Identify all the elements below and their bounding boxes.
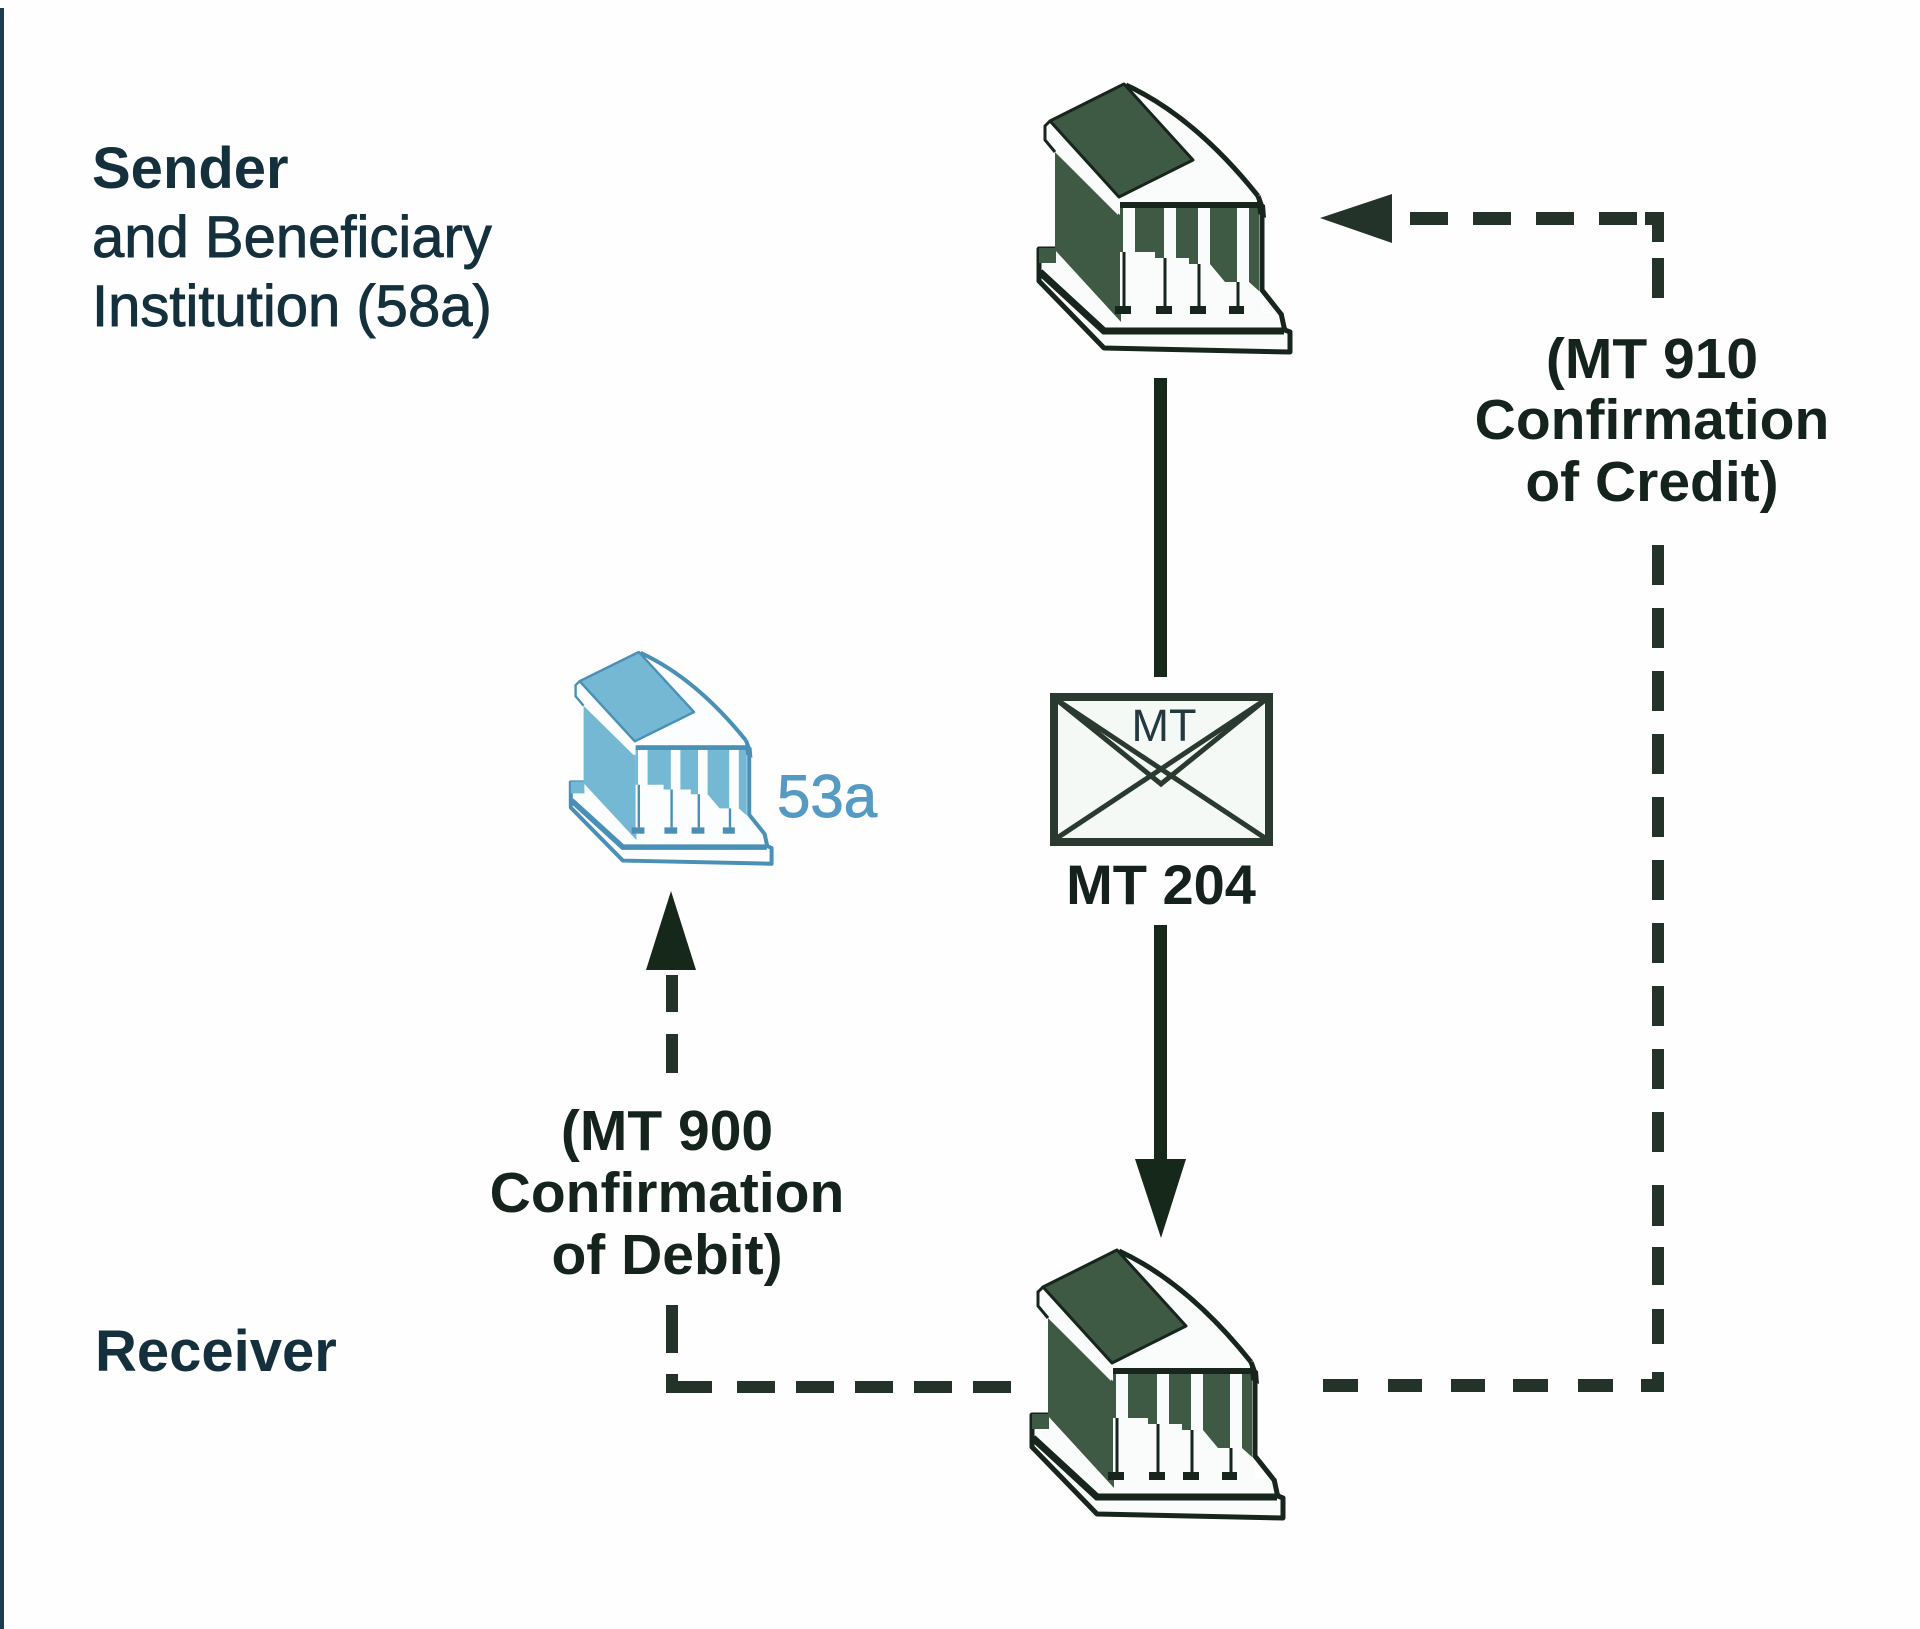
svg-text:Sender: Sender — [92, 136, 289, 201]
svg-text:MT 204: MT 204 — [1066, 853, 1256, 916]
svg-text:Confirmation: Confirmation — [1475, 388, 1830, 452]
svg-text:(MT 910: (MT 910 — [1546, 327, 1758, 391]
svg-text:of Credit): of Credit) — [1525, 450, 1778, 514]
svg-text:and Beneficiary: and Beneficiary — [92, 205, 492, 270]
svg-text:of Debit): of Debit) — [551, 1223, 782, 1287]
svg-text:Institution (58a): Institution (58a) — [92, 274, 492, 339]
svg-text:(MT 900: (MT 900 — [561, 1099, 773, 1163]
svg-text:MT: MT — [1132, 700, 1197, 751]
svg-text:Confirmation: Confirmation — [490, 1161, 845, 1225]
svg-text:Receiver: Receiver — [95, 1319, 337, 1384]
svg-text:53a: 53a — [777, 763, 878, 830]
